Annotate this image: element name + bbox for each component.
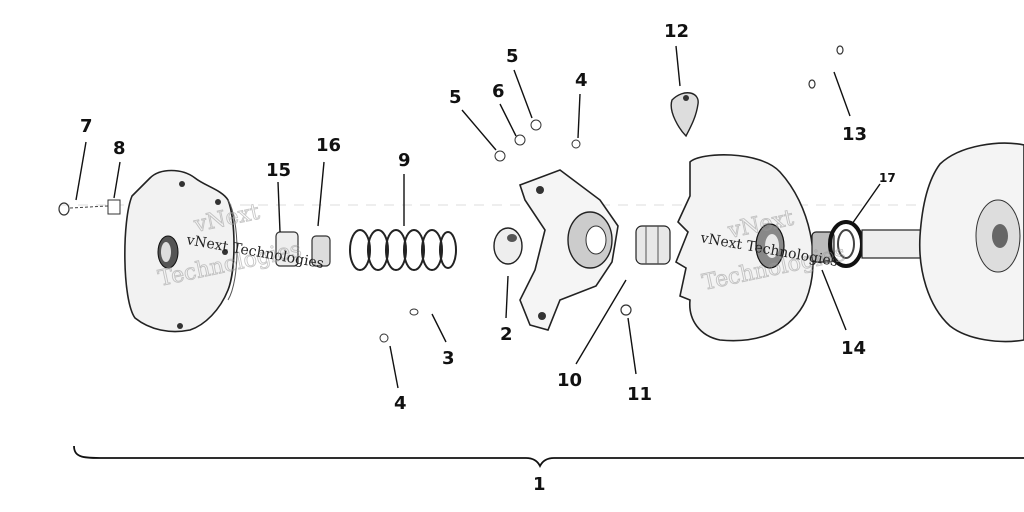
part-spring <box>349 229 457 271</box>
callout-2: 2 <box>500 324 513 345</box>
callout-11: 11 <box>627 384 652 405</box>
part-small-pins <box>379 119 581 343</box>
part-bolt <box>58 199 121 216</box>
part-spider-arm <box>518 169 619 331</box>
part-movable-sheave <box>675 154 814 342</box>
callout-9: 9 <box>398 150 411 171</box>
callout-17: 17 <box>879 171 896 185</box>
part-cam-weight <box>670 92 699 138</box>
part-2-bushing <box>493 227 523 265</box>
part-13-screws <box>808 45 844 89</box>
callout-4b: 4 <box>394 393 407 414</box>
part-fixed-sheave <box>124 169 238 333</box>
assembly-bracket <box>73 445 1024 469</box>
callout-14: 14 <box>841 338 866 359</box>
leader-lines <box>75 45 881 389</box>
callout-4a: 4 <box>575 70 588 91</box>
callout-8: 8 <box>113 138 126 159</box>
part-bushing <box>275 231 331 267</box>
callout-5b: 5 <box>506 46 519 67</box>
callout-1: 1 <box>533 474 546 495</box>
callout-10: 10 <box>557 370 582 391</box>
callout-16: 16 <box>316 135 341 156</box>
part-drive-shaft-sheave <box>861 142 1024 343</box>
callouts: 7 8 15 16 9 5 6 5 4 12 13 17 2 3 4 10 11… <box>80 21 896 495</box>
part-11-bolt <box>620 304 632 316</box>
callout-13: 13 <box>842 124 867 145</box>
callout-5a: 5 <box>449 87 462 108</box>
callout-7: 7 <box>80 116 93 137</box>
callout-12: 12 <box>664 21 689 42</box>
callout-3: 3 <box>442 348 455 369</box>
part-collar <box>635 225 671 265</box>
callout-6: 6 <box>492 81 505 102</box>
callout-15: 15 <box>266 160 291 181</box>
